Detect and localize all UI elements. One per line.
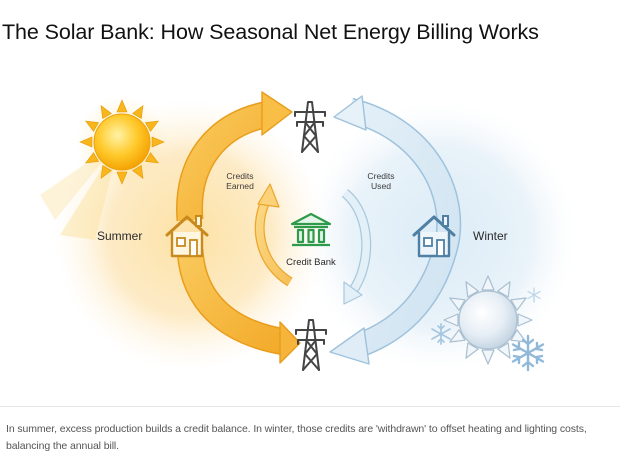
transmission-tower-icon — [294, 101, 326, 153]
credits-earned-inner-arrow — [254, 183, 293, 287]
house-icon-winter — [412, 215, 456, 258]
net-billing-diagram: Summer Winter Credits Earned Credits Use… — [40, 91, 575, 372]
sun-icon — [76, 96, 168, 188]
snowflake-icon-tiny — [527, 287, 541, 303]
credits-used-label-line2: Used — [371, 181, 391, 191]
credits-earned-label-line1: Credits — [226, 171, 253, 181]
credits-used-label-line1: Credits — [367, 171, 394, 181]
credit-bank-label: Credit Bank — [286, 257, 336, 268]
caption-divider — [0, 406, 620, 407]
caption: In summer, excess production builds a cr… — [6, 423, 587, 452]
snowflake-icon-small — [431, 323, 451, 345]
credits-earned-arrow — [176, 91, 301, 364]
house-icon — [165, 215, 209, 258]
credits-earned-label-line2: Earned — [226, 181, 254, 191]
winter-label: Winter — [473, 229, 508, 243]
bank-icon — [290, 212, 332, 247]
transmission-tower-icon-bottom — [295, 319, 327, 371]
snowflake-icon — [511, 334, 545, 372]
summer-label: Summer — [97, 229, 142, 243]
page-title: The Solar Bank: How Seasonal Net Energy … — [2, 20, 539, 44]
snow-sun-icon — [443, 275, 533, 365]
credits-used-inner-arrow — [341, 189, 372, 305]
